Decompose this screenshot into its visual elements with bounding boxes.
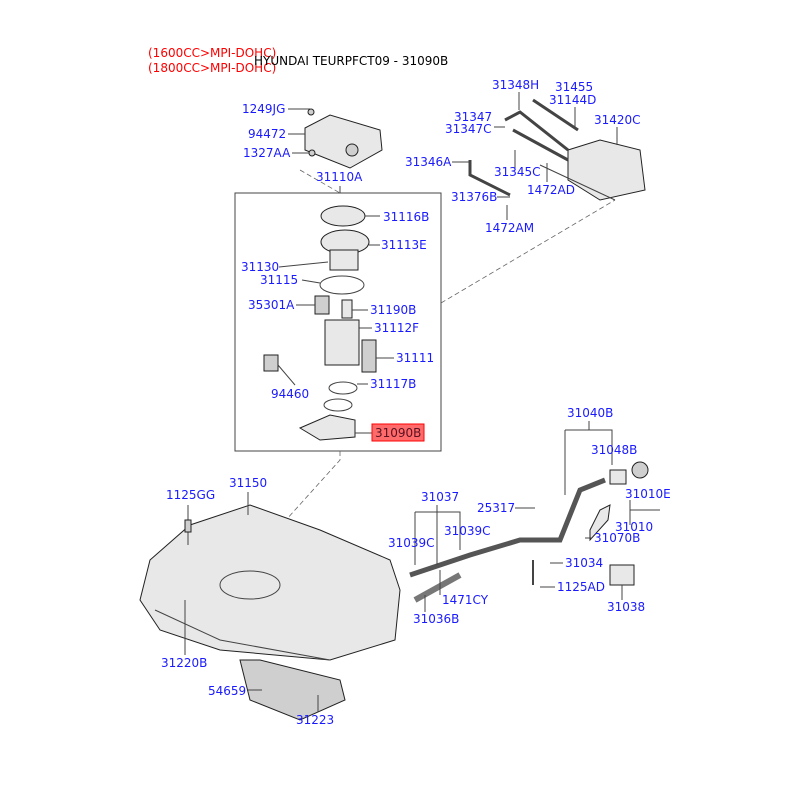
part-label-31223[interactable]: 31223 — [296, 713, 334, 727]
part-label-31348H[interactable]: 31348H — [492, 78, 539, 92]
connection-line — [440, 199, 616, 304]
part-label-31117B[interactable]: 31117B — [370, 377, 416, 391]
part-label-31116B[interactable]: 31116B — [383, 210, 429, 224]
pump-assembly-frame — [234, 192, 442, 452]
tank-protector-part — [239, 659, 346, 721]
part-label-35301A[interactable]: 35301A — [248, 298, 295, 312]
engine-note-1600: (1600CC>MPI-DOHC) — [148, 46, 276, 60]
part-label-31039C[interactable]: 31039C — [388, 536, 435, 550]
ring-part — [320, 205, 366, 227]
part-label-94472[interactable]: 94472 — [248, 127, 286, 141]
part-label-1249JG[interactable]: 1249JG — [242, 102, 285, 116]
part-label-31090B[interactable]: 31090B — [375, 426, 421, 440]
part-label-1327AA[interactable]: 1327AA — [243, 146, 291, 160]
part-label-31036B[interactable]: 31036B — [413, 612, 459, 626]
part-label-31346A[interactable]: 31346A — [405, 155, 452, 169]
part-label-31420C[interactable]: 31420C — [594, 113, 641, 127]
part-label-31039C[interactable]: 31039C — [444, 524, 491, 538]
part-label-31347C[interactable]: 31347C — [445, 122, 492, 136]
part-label-31220B[interactable]: 31220B — [161, 656, 207, 670]
fuel-door-part — [609, 564, 635, 586]
part-label-31040B[interactable]: 31040B — [567, 406, 613, 420]
part-label-1472AM[interactable]: 1472AM — [485, 221, 534, 235]
part-label-31111[interactable]: 31111 — [396, 351, 434, 365]
part-label-31113E[interactable]: 31113E — [381, 238, 427, 252]
part-label-31112F[interactable]: 31112F — [374, 321, 419, 335]
part-label-94460[interactable]: 94460 — [271, 387, 309, 401]
canister-part — [567, 139, 646, 201]
part-label-31130[interactable]: 31130 — [241, 260, 279, 274]
part-label-31150[interactable]: 31150 — [229, 476, 267, 490]
part-label-1471CY[interactable]: 1471CY — [442, 593, 489, 607]
part-label-31038[interactable]: 31038 — [607, 600, 645, 614]
part-label-31190B[interactable]: 31190B — [370, 303, 416, 317]
part-label-31455[interactable]: 31455 — [555, 80, 593, 94]
part-label-31010E[interactable]: 31010E — [625, 487, 671, 501]
part-label-25317[interactable]: 25317 — [477, 501, 515, 515]
part-label-31345C[interactable]: 31345C — [494, 165, 541, 179]
cover-plate-part — [304, 114, 383, 169]
part-label-31037[interactable]: 31037 — [421, 490, 459, 504]
part-label-31048B[interactable]: 31048B — [591, 443, 637, 457]
part-label-31144D[interactable]: 31144D — [549, 93, 596, 107]
engine-note-1800: (1800CC>MPI-DOHC) — [148, 61, 276, 75]
part-label-31110A[interactable]: 31110A — [316, 170, 363, 184]
part-label-31034[interactable]: 31034 — [565, 556, 603, 570]
pump-body-part — [324, 319, 360, 366]
part-label-31376B[interactable]: 31376B — [451, 190, 497, 204]
fuel-filter-part — [298, 414, 356, 441]
fuel-tank-part — [139, 504, 401, 661]
part-label-1125GG[interactable]: 1125GG — [166, 488, 215, 502]
diagram-title: HYUNDAI TEURPFCT09 - 31090B — [254, 54, 448, 68]
part-label-54659[interactable]: 54659 — [208, 684, 246, 698]
part-label-31070B[interactable]: 31070B — [594, 531, 640, 545]
part-label-31010[interactable]: 31010 — [615, 520, 653, 534]
highlight-box — [371, 423, 425, 442]
part-label-31115[interactable]: 31115 — [260, 273, 298, 287]
part-label-1472AD[interactable]: 1472AD — [527, 183, 575, 197]
part-label-31347[interactable]: 31347 — [454, 110, 492, 124]
part-label-1125AD[interactable]: 1125AD — [557, 580, 605, 594]
